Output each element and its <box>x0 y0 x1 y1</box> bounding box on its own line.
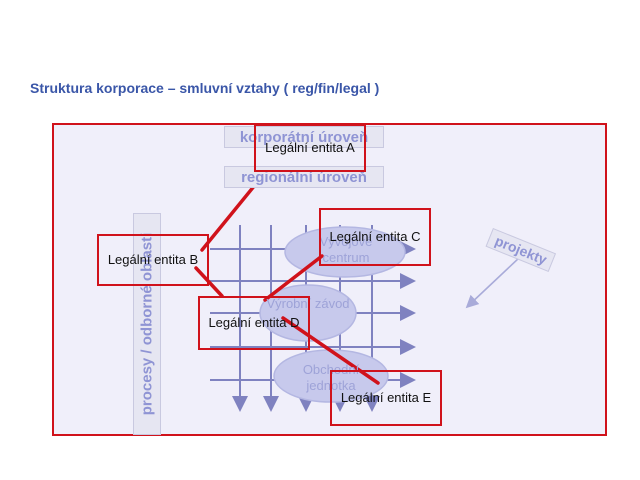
connector-c-d <box>263 254 324 302</box>
corporate-level-label: korporátní úroveň <box>224 126 384 148</box>
legal-entity-e-label: Legální entita E <box>340 390 432 405</box>
legal-entity-a-label: Legální entita A <box>265 140 355 155</box>
projects-double-arrow <box>465 245 532 309</box>
production-plant-label: Výrobní závod <box>266 296 350 311</box>
dev-center-label: Vývojové centrum <box>319 234 373 265</box>
legal-entity-c-label: Legální entita C <box>329 229 421 244</box>
legal-entity-b: Legální entita B <box>97 234 209 286</box>
page-title: Struktura korporace – smluvní vztahy ( r… <box>30 80 380 96</box>
legal-entity-d-label: Legální entita D <box>208 315 300 330</box>
legal-entity-a: Legální entita A <box>254 124 366 172</box>
legal-entity-b-label: Legální entita B <box>107 252 199 267</box>
connector-b-d <box>194 266 224 298</box>
legal-entity-d: Legální entita D <box>198 296 310 350</box>
processes-label-box: procesy / odborné oblasti <box>133 213 161 435</box>
connector-d-e <box>281 316 380 385</box>
legal-entity-c: Legální entita C <box>319 208 431 266</box>
legal-entity-e: Legální entita E <box>330 370 442 426</box>
